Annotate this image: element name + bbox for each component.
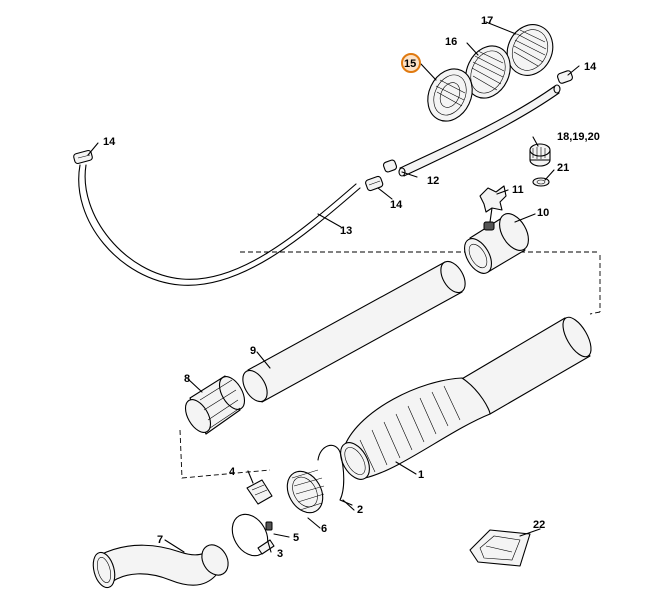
part-4-bracket[interactable]: [246, 479, 273, 505]
label-4: 4: [229, 466, 236, 478]
assembly-guide-line: [179, 251, 601, 479]
part-14-clamp-mid[interactable]: [382, 159, 398, 173]
label-3: 3: [277, 548, 283, 560]
label-5: 5: [293, 532, 299, 544]
label-8: 8: [184, 373, 190, 385]
label-22: 22: [533, 519, 545, 531]
label-2: 2: [357, 504, 363, 516]
label-17: 17: [481, 15, 493, 27]
part-17-grille[interactable]: [499, 17, 561, 83]
label-1: 1: [418, 469, 424, 481]
part-21-washer[interactable]: [532, 177, 550, 187]
part-9-blower-tube[interactable]: [238, 257, 470, 405]
part-7-elbow-nozzle[interactable]: [90, 540, 234, 590]
part-13-hose[interactable]: [78, 164, 361, 286]
part-8-guard-grille[interactable]: [180, 372, 249, 436]
label-6: 6: [321, 523, 327, 535]
label-11: 11: [512, 184, 524, 196]
part-1-flexible-hose[interactable]: [335, 313, 597, 484]
label-12: 12: [427, 175, 439, 187]
part-2-spring-clip[interactable]: [317, 444, 353, 506]
label-14-left: 14: [103, 136, 116, 148]
part-5-screw[interactable]: [265, 521, 273, 531]
label-7: 7: [157, 534, 163, 546]
label-14-center: 14: [390, 199, 403, 211]
part-6-clamp-ring[interactable]: [280, 465, 330, 519]
part-18-19-20-knob[interactable]: [529, 143, 551, 167]
part-14-clamp-left[interactable]: [73, 149, 93, 165]
label-10: 10: [537, 207, 549, 219]
label-15[interactable]: 15: [404, 58, 416, 70]
part-22-filter-pad[interactable]: [469, 529, 531, 567]
leader-lines: [87, 21, 580, 553]
part-11-star-knob[interactable]: [479, 185, 507, 223]
label-14-right: 14: [584, 61, 597, 73]
label-13: 13: [340, 225, 352, 237]
part-15-grille[interactable]: [420, 62, 481, 129]
label-16: 16: [445, 36, 457, 48]
part-10-connector-tube[interactable]: [459, 209, 534, 278]
part-16-grille[interactable]: [458, 39, 519, 106]
label-9: 9: [250, 345, 256, 357]
highlight-marker: [401, 53, 421, 73]
label-21: 21: [557, 162, 569, 174]
part-14-clamp-center[interactable]: [365, 175, 384, 192]
label-18-19-20: 18,19,20: [557, 131, 600, 143]
part-3-hose-clamp[interactable]: [225, 508, 275, 562]
